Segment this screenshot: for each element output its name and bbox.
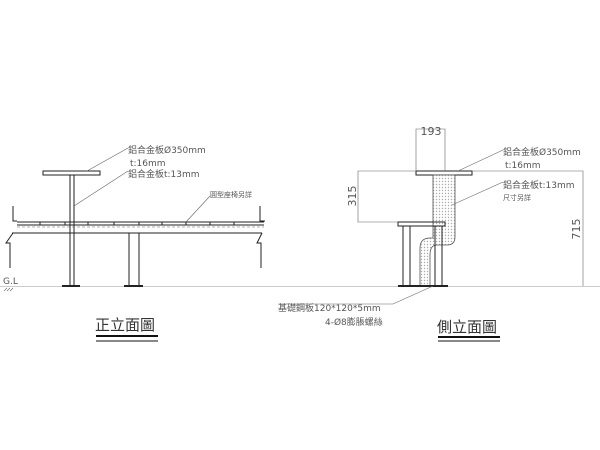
label-top-thickness: t:16mm [505, 161, 541, 171]
label-base-plate: 基礎鋼板120*120*5mm [278, 302, 381, 314]
front-table-top [42, 170, 101, 176]
label-bolts: 4-Ø8膨脹螺絲 [325, 316, 383, 328]
right-wall-break [256, 206, 265, 268]
side-elevation: 193 315 715 鋁合金板Ø350mm t:16mm 鋁合金板t:13mm… [278, 125, 584, 342]
dim-height-upper: 315 [346, 186, 359, 207]
left-wall-break [5, 206, 17, 268]
dim-height-total: 715 [570, 219, 583, 240]
side-seat-legs [402, 226, 443, 286]
front-bench [12, 221, 264, 234]
front-bench-pole [128, 232, 140, 287]
dim-width: 193 [421, 125, 442, 138]
label-pole-plate: 鋁合金板t:13mm [503, 179, 575, 191]
label-top-plate: 鋁合金板Ø350mm [503, 146, 581, 158]
label-bench: 圓型座椅另詳 [210, 190, 252, 199]
label-top-plate: 鋁合金板Ø350mm [128, 144, 206, 156]
side-table-top [415, 170, 473, 176]
front-elevation: 鋁合金板Ø350mm t:16mm 鋁合金板t:13mm 圓型座椅另詳 G.L … [3, 144, 265, 342]
label-top-thickness: t:16mm [130, 159, 166, 169]
leader-lines [73, 147, 211, 223]
side-elevation-title: 側立面圖 [437, 318, 497, 336]
ground-label: G.L [3, 277, 18, 287]
ground-hatch-icon [3, 287, 14, 292]
side-pole-hatched [419, 174, 456, 287]
label-pole-plate: 鋁合金板t:13mm [128, 168, 200, 180]
front-table-pole [69, 174, 75, 287]
side-seat-top [397, 221, 446, 227]
label-pole-note: 尺寸另詳 [503, 193, 531, 202]
front-elevation-title: 正立面圖 [95, 316, 155, 334]
leader-lines [278, 149, 504, 305]
